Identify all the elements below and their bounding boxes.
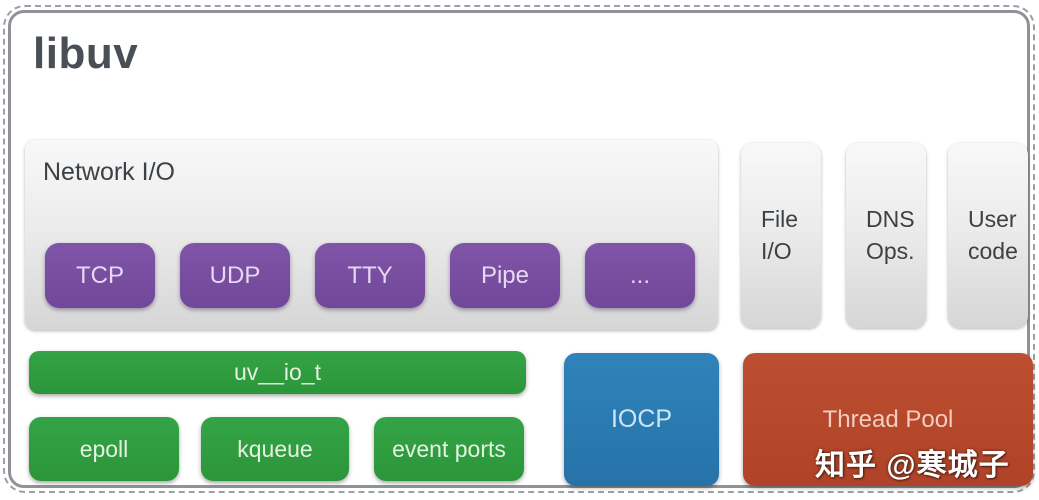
iocp-box: IOCP bbox=[564, 353, 719, 486]
uv-io-t-bar: uv__io_t bbox=[29, 351, 526, 394]
epoll-box: epoll bbox=[29, 417, 179, 481]
handle-box-ellipsis: ... bbox=[585, 243, 695, 308]
handle-box-tty: TTY bbox=[315, 243, 425, 308]
network-io-group: Network I/O TCP UDP TTY Pipe ... bbox=[25, 140, 718, 330]
file-io-line1: File bbox=[761, 206, 799, 233]
user-code-box: User code bbox=[948, 143, 1028, 328]
dns-ops-line1: DNS bbox=[866, 206, 915, 233]
handle-box-pipe: Pipe bbox=[450, 243, 560, 308]
zhihu-watermark: 知乎 @寒城子 bbox=[815, 449, 1010, 482]
thread-pool-box: Thread Pool bbox=[743, 353, 1033, 486]
handle-box-tcp: TCP bbox=[45, 243, 155, 308]
event-ports-box: event ports bbox=[374, 417, 524, 481]
diagram-title: libuv bbox=[33, 29, 139, 78]
handle-box-udp: UDP bbox=[180, 243, 290, 308]
file-io-line2: I/O bbox=[761, 237, 792, 264]
diagram-frame: libuv Network I/O TCP UDP TTY Pipe ... F… bbox=[3, 5, 1035, 493]
file-io-box: File I/O bbox=[741, 143, 821, 328]
user-code-line1: User bbox=[968, 206, 1017, 233]
network-io-label: Network I/O bbox=[43, 158, 175, 186]
kqueue-box: kqueue bbox=[201, 417, 349, 481]
user-code-line2: code bbox=[968, 237, 1018, 264]
dns-ops-box: DNS Ops. bbox=[846, 143, 926, 328]
dns-ops-line2: Ops. bbox=[866, 237, 915, 264]
